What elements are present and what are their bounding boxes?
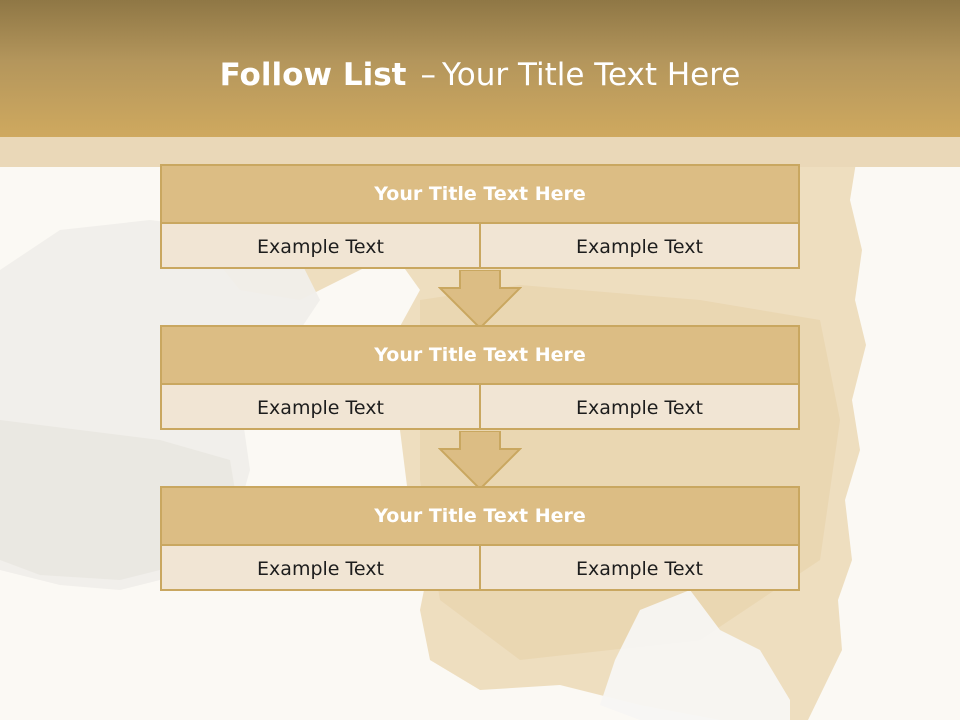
step-row: Example Text Example Text <box>162 385 798 430</box>
title-rest-part: Your Title Text Here <box>441 57 741 93</box>
right-glove-shape <box>600 590 790 720</box>
step-cell-left: Example Text <box>257 396 384 419</box>
down-arrow-icon <box>438 431 522 491</box>
title-separator: – <box>420 57 436 93</box>
step-row: Example Text Example Text <box>162 546 798 591</box>
slide-header <box>0 0 960 137</box>
step-title: Your Title Text Here <box>162 327 798 385</box>
step-cell-right: Example Text <box>479 385 798 430</box>
step-cell-right: Example Text <box>479 224 798 269</box>
title-bold-part: Follow List <box>219 57 407 93</box>
step-cell-right: Example Text <box>479 546 798 591</box>
header-strip <box>0 137 960 167</box>
step-block-1: Your Title Text Here Example Text Exampl… <box>160 164 800 269</box>
step-cell-left: Example Text <box>257 235 384 258</box>
step-row: Example Text Example Text <box>162 224 798 269</box>
step-title: Your Title Text Here <box>162 488 798 546</box>
slide-title: Follow List–Your Title Text Here <box>0 52 960 98</box>
step-title: Your Title Text Here <box>162 166 798 224</box>
step-block-3: Your Title Text Here Example Text Exampl… <box>160 486 800 591</box>
down-arrow-icon <box>438 270 522 330</box>
step-cell-left: Example Text <box>257 557 384 580</box>
step-block-2: Your Title Text Here Example Text Exampl… <box>160 325 800 430</box>
